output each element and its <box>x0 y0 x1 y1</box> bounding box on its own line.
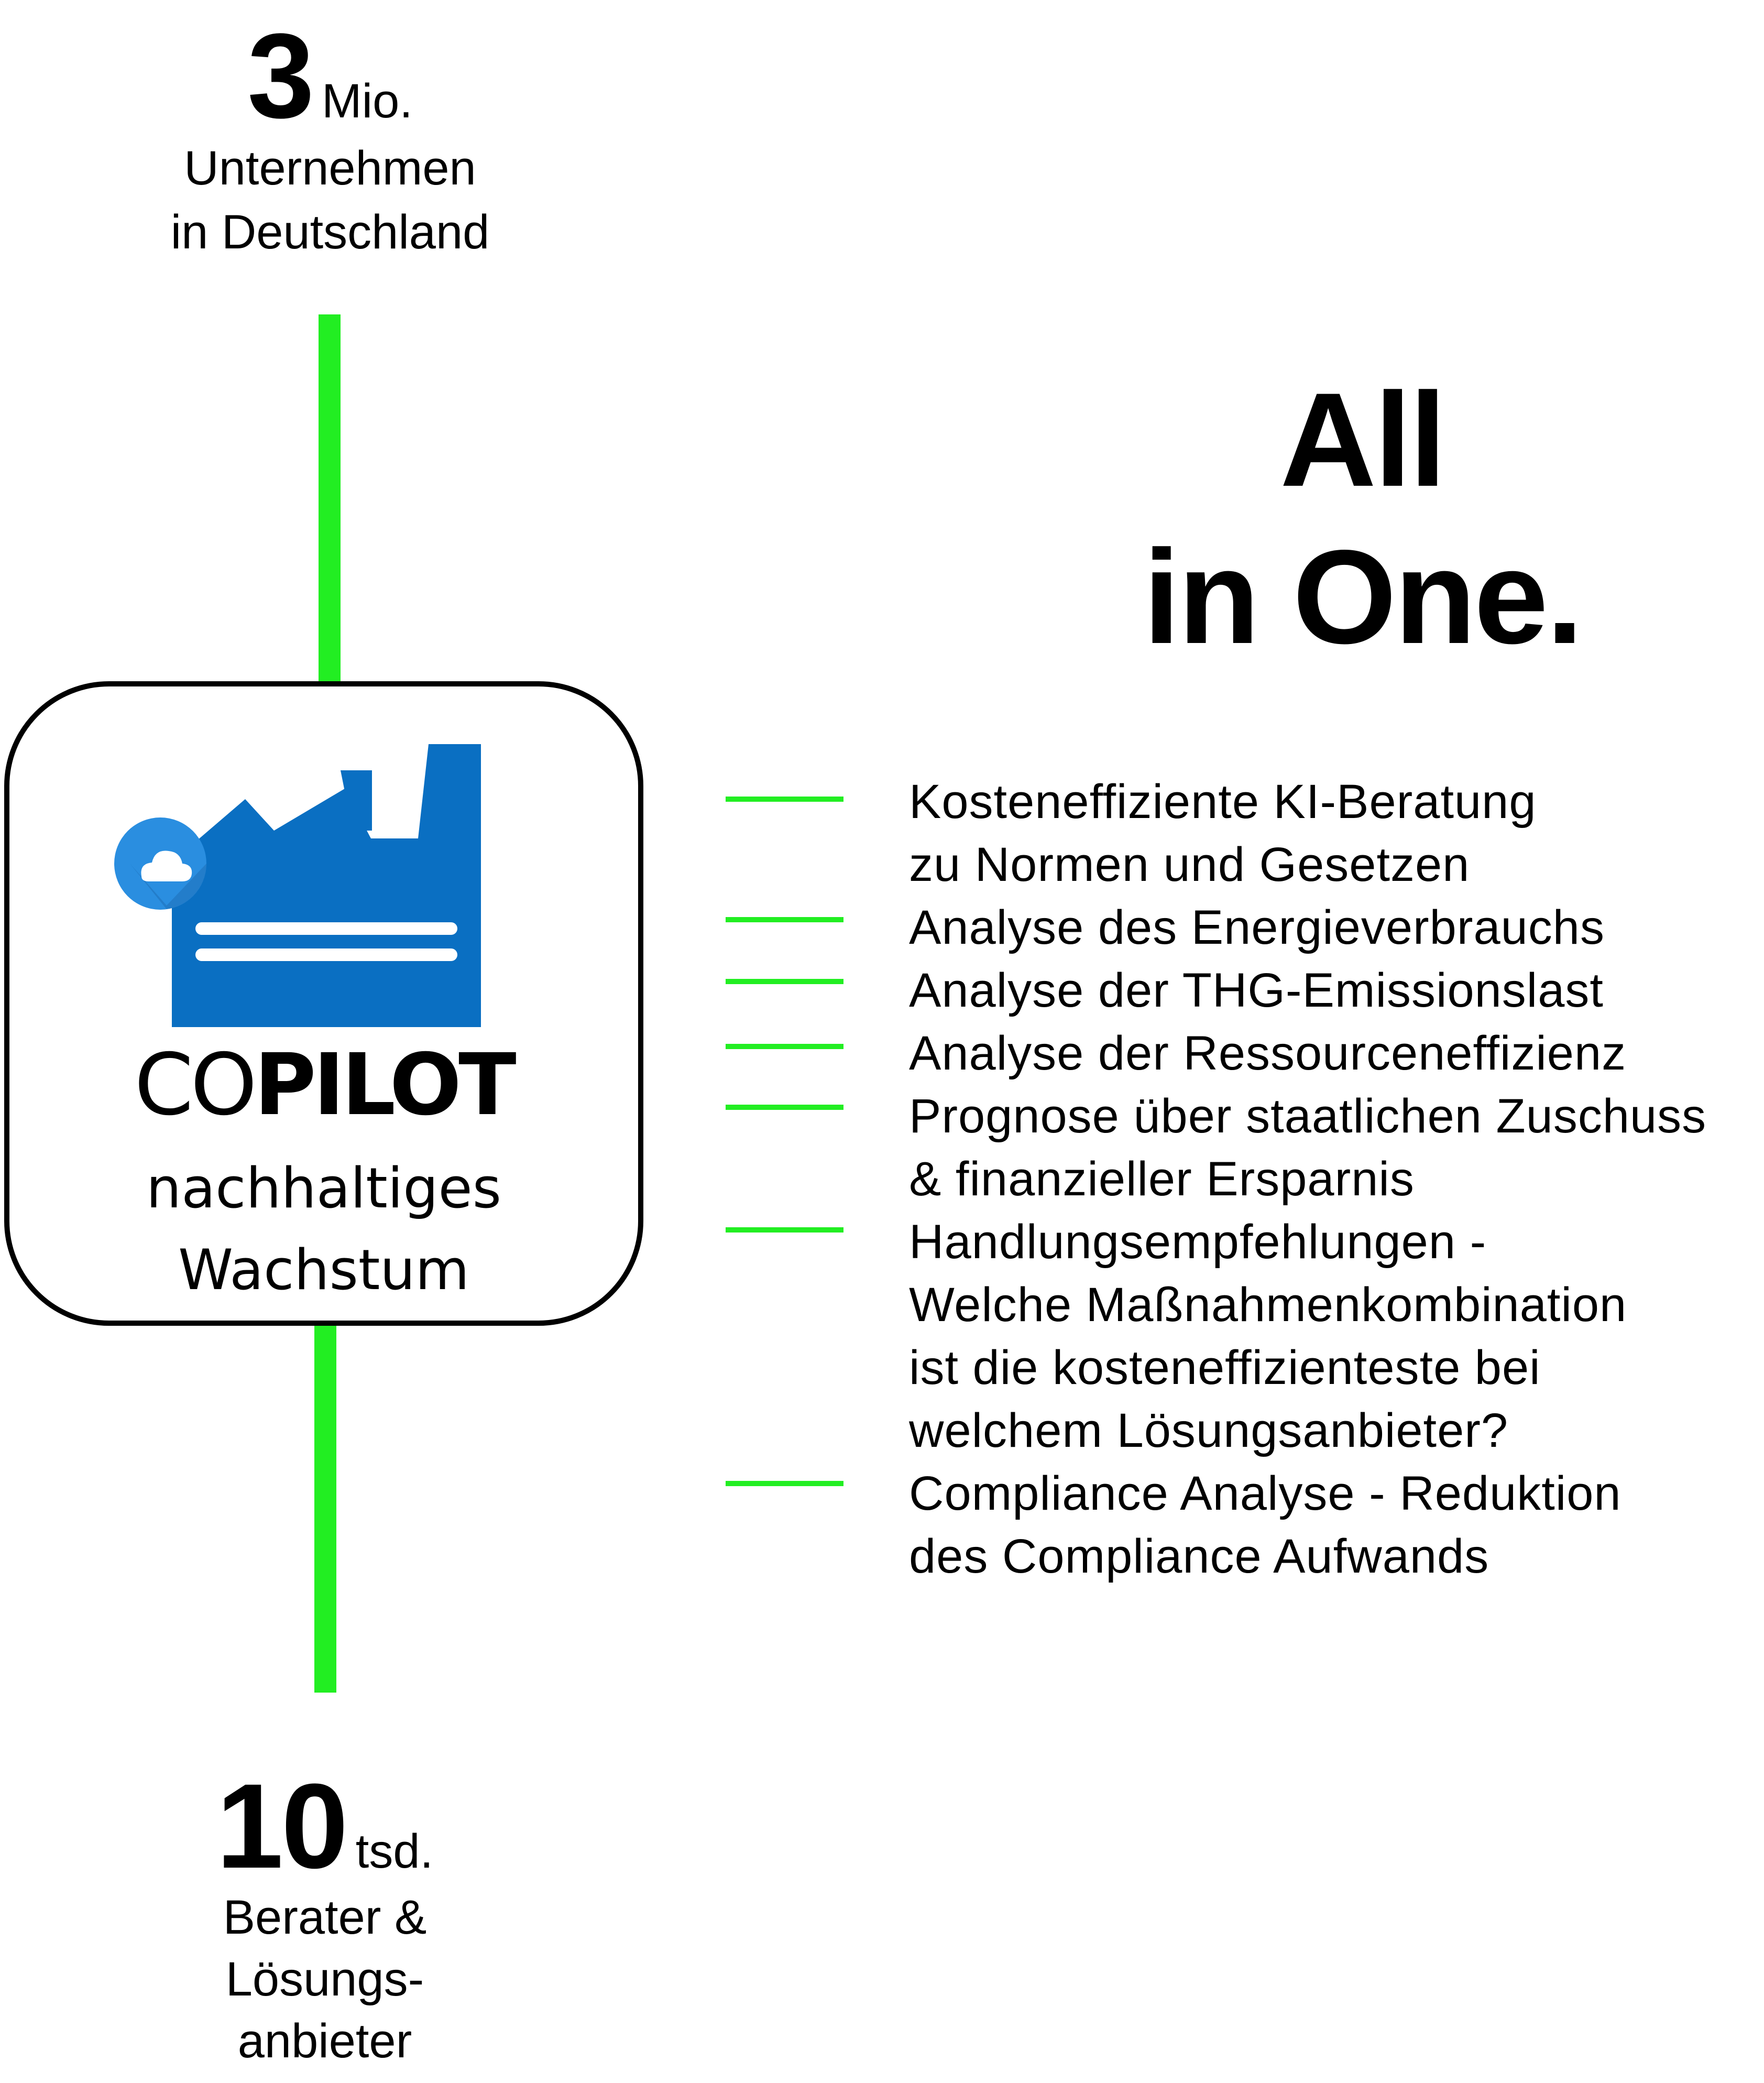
feature-line: Analyse der THG-Emissionslast <box>909 964 1604 1017</box>
feature-line: Handlungsempfehlungen - <box>909 1215 1487 1269</box>
feature-line: Welche Maßnahmenkombination <box>909 1278 1627 1332</box>
feature-item: Analyse der Ressourceneffizienz <box>909 1022 1758 1085</box>
headline-line1: All <box>1280 365 1447 515</box>
headline: All in One. <box>1074 362 1650 676</box>
connector-bottom <box>314 1321 336 1693</box>
copilot-card: COPILOT nachhaltiges Wachstum <box>4 681 643 1326</box>
brand-wordmark: COPILOT <box>9 1043 638 1128</box>
feature-item: Analyse des Energieverbrauchs <box>909 896 1758 959</box>
bottom-stat-unit: tsd. <box>355 1825 434 1878</box>
feature-tick-6 <box>726 1227 843 1233</box>
feature-tick-1 <box>726 797 843 802</box>
feature-item: Kosteneffiziente KI-Beratung zu Normen u… <box>909 770 1758 896</box>
bottom-stat-label-line2: Lösungs- <box>225 1953 424 2006</box>
feature-item: Analyse der THG-Emissionslast <box>909 959 1758 1022</box>
bottom-stat-label-line3: anbieter <box>237 2014 412 2068</box>
feature-line: Analyse des Energieverbrauchs <box>909 901 1605 954</box>
feature-list: Kosteneffiziente KI-Beratung zu Normen u… <box>909 770 1758 1588</box>
feature-item: Handlungsempfehlungen - Welche Maßnahmen… <box>909 1210 1758 1462</box>
feature-tick-4 <box>726 1044 843 1049</box>
feature-line: & finanzieller Ersparnis <box>909 1152 1415 1206</box>
top-stat-label-line2: in Deutschland <box>170 205 490 259</box>
factory-cloud-icon <box>114 744 481 1027</box>
connector-top <box>319 314 341 688</box>
bottom-stat-number: 10 <box>216 1759 348 1893</box>
bottom-stat-label-line1: Berater & <box>223 1891 427 1944</box>
feature-line: des Compliance Aufwands <box>909 1530 1489 1583</box>
card-subtitle: nachhaltiges Wachstum <box>9 1148 638 1311</box>
feature-tick-5 <box>726 1105 843 1110</box>
top-stat-label-line1: Unternehmen <box>184 141 476 195</box>
card-subtitle-line1: nachhaltiges <box>146 1156 501 1220</box>
feature-tick-3 <box>726 979 843 984</box>
brand-co: CO <box>134 1036 257 1135</box>
feature-tick-7 <box>726 1481 843 1486</box>
feature-item: Prognose über staatlichen Zuschuss & fin… <box>909 1085 1758 1210</box>
feature-line: Kosteneffiziente KI-Beratung <box>909 775 1537 828</box>
feature-line: zu Normen und Gesetzen <box>909 838 1470 891</box>
top-stat-unit: Mio. <box>322 74 413 128</box>
feature-tick-2 <box>726 917 843 922</box>
top-stat-number: 3 <box>247 8 314 143</box>
feature-line: Analyse der Ressourceneffizienz <box>909 1027 1627 1080</box>
feature-line: welchem Lösungsanbieter? <box>909 1404 1509 1457</box>
card-subtitle-line2: Wachstum <box>178 1238 469 1302</box>
brand-pilot: PILOT <box>254 1036 517 1135</box>
headline-line2: in One. <box>1143 522 1583 672</box>
feature-line: Compliance Analyse - Reduktion <box>909 1467 1621 1520</box>
feature-line: ist die kosteneffizienteste bei <box>909 1341 1541 1394</box>
feature-line: Prognose über staatlichen Zuschuss <box>909 1089 1707 1143</box>
feature-item: Compliance Analyse - Reduktion des Compl… <box>909 1462 1758 1588</box>
